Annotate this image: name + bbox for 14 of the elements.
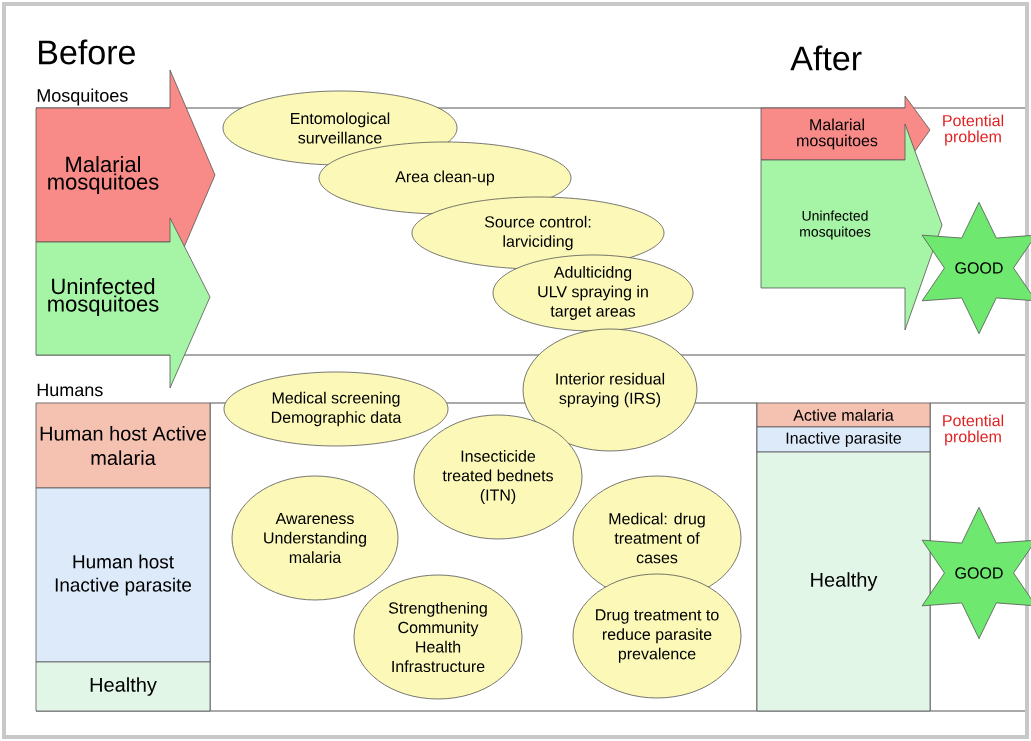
population-box: Active malaria [756,402,931,428]
population-box: Healthy [35,661,211,712]
star-burst: GOOD [921,506,1031,640]
population-box: Healthy [756,451,931,712]
section-label: After [790,45,862,71]
population-box: Human host Inactive parasite [35,487,211,663]
pointed-box: Malarial mosquitoes [760,95,931,166]
population-box: Inactive parasite [756,426,931,453]
section-label: Potential problem [943,414,1004,446]
section-label: Potential problem [943,114,1004,146]
star-burst: GOOD [921,201,1031,335]
population-box: Human host Active malaria [35,402,211,489]
section-label: Before [39,39,135,65]
section-label: Mosquitoes [37,88,128,106]
